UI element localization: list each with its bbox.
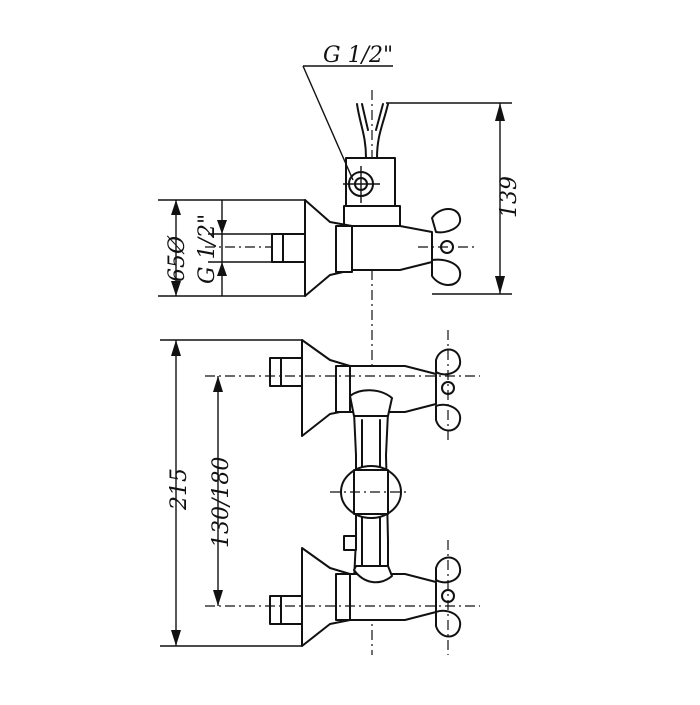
hook-connector	[345, 157, 396, 207]
thread-label-side: G 1/2"	[195, 214, 220, 284]
dim-130-180-label: 130/180	[209, 457, 234, 548]
handle-upper	[431, 208, 462, 234]
upper-elbow	[349, 389, 393, 417]
upper-inlet-pipe	[269, 357, 303, 387]
dim-139-label: 139	[497, 176, 522, 218]
handle-lower	[431, 258, 462, 286]
side-nub	[343, 535, 357, 551]
upper-collar	[335, 365, 351, 413]
mixer-body	[351, 225, 433, 271]
thread-label-top: G 1/2"	[323, 43, 393, 68]
lower-inlet-pipe	[269, 595, 303, 625]
lower-collar	[335, 573, 351, 621]
dim-215-label: 215	[167, 468, 192, 511]
thread-leader	[302, 65, 354, 181]
front-view: 215 130/180	[160, 330, 480, 655]
top-view: G 1/2" 139 65Ø G 1/2"	[158, 43, 522, 655]
valve-neck	[343, 205, 401, 227]
lower-body	[349, 573, 437, 621]
lower-elbow	[353, 565, 393, 584]
shower-hook-inner	[361, 103, 384, 131]
upper-handle-top	[435, 348, 462, 376]
dim-65-label: 65Ø	[165, 235, 190, 282]
body-collar	[335, 225, 353, 273]
inlet-pipe	[271, 233, 306, 263]
